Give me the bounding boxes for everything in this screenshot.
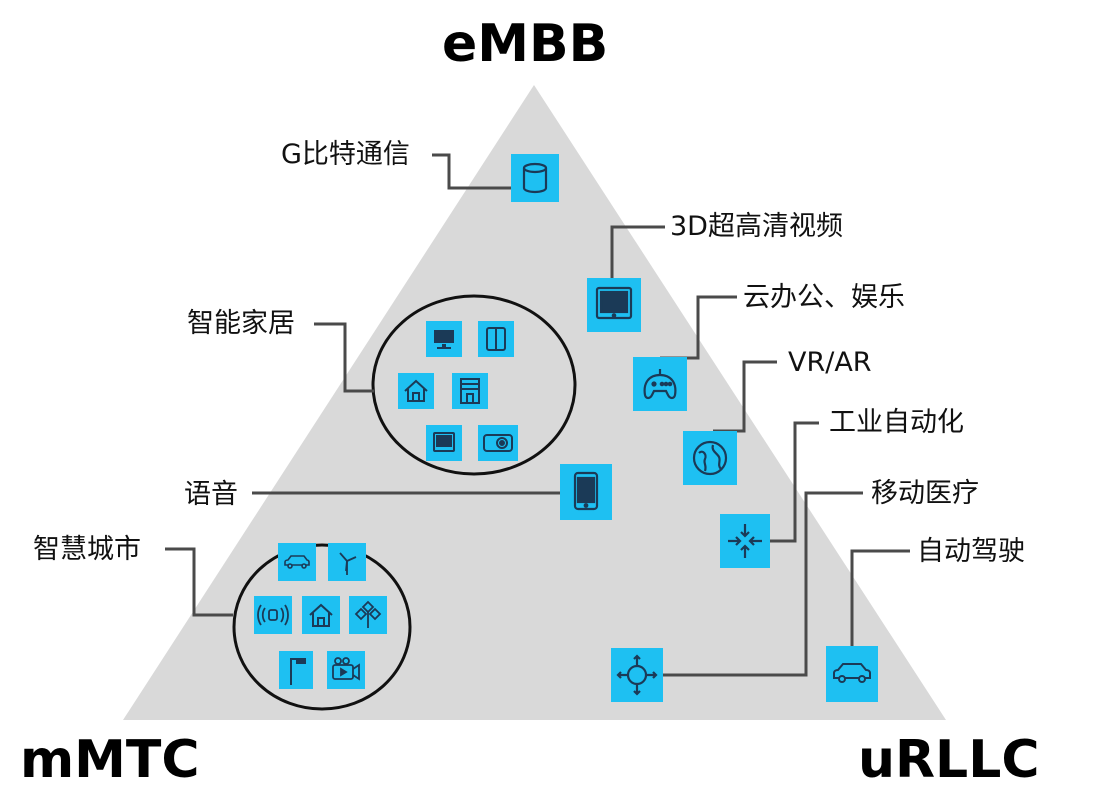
label-cloud-office: 云办公、娱乐: [743, 282, 905, 313]
cylinder-icon: [511, 154, 559, 202]
solar-panel-icon: [349, 596, 387, 634]
city-home-icon: [302, 596, 340, 634]
crosshair-icon: [611, 648, 663, 702]
label-gbit-comm: G比特通信: [281, 139, 410, 170]
corner-title-embb: eMBB: [442, 14, 609, 74]
corner-title-urllc: uRLLC: [858, 730, 1040, 790]
label-autonomous-driving: 自动驾驶: [917, 536, 1025, 567]
label-voice: 语音: [184, 479, 238, 510]
globe-icon: [683, 431, 737, 485]
video-camera-icon: [327, 651, 365, 689]
monitor-icon: [426, 321, 462, 357]
label-industrial-automation: 工业自动化: [829, 407, 964, 438]
label-smart-home: 智能家居: [187, 308, 295, 339]
label-vr-ar: VR/AR: [788, 347, 872, 378]
smart-city-circle: [232, 543, 412, 711]
connector-smartcity: [165, 547, 233, 617]
connector-medical: [661, 491, 863, 677]
phone-icon: [560, 464, 612, 520]
gamepad-icon: [633, 357, 687, 411]
connector-lines: [165, 153, 910, 677]
signal-icon: [254, 596, 292, 634]
connector-smarthome: [314, 322, 374, 393]
street-lamp-icon: [279, 651, 313, 689]
city-car-icon: [278, 543, 316, 581]
tablet-icon: [587, 278, 641, 332]
home-icon: [398, 373, 434, 409]
connector-autodrive: [850, 549, 910, 646]
tv-icon: [426, 425, 462, 461]
label-3d-uhd-video: 3D超高清视频: [670, 211, 843, 242]
label-smart-city: 智慧城市: [33, 534, 141, 565]
arrows-in-icon: [720, 514, 770, 568]
connector-gbit: [432, 153, 511, 190]
smart-home-circle: [371, 294, 577, 476]
corner-title-mmtc: mMTC: [20, 730, 200, 790]
door-icon: [478, 321, 514, 357]
car-icon: [826, 646, 878, 702]
label-mobile-medical: 移动医疗: [871, 478, 979, 509]
wind-turbine-icon: [328, 543, 366, 581]
appliance-icon: [452, 373, 488, 409]
camera-lens-icon: [478, 425, 518, 461]
connector-industry: [768, 421, 819, 543]
connector-video3d: [610, 225, 665, 278]
